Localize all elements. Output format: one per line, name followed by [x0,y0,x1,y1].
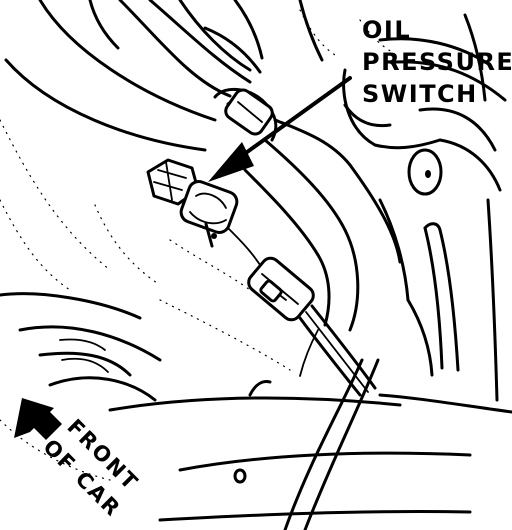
callout-label-line3: SWITCH [362,80,478,108]
wiring-harness [283,304,380,530]
engine-block-right [342,13,507,402]
callout-label-line2: PRESSURE [362,48,512,76]
oil-pan-lines [0,292,512,522]
upper-hose [4,0,324,152]
front-of-car-arrow [14,398,62,440]
electrical-connector [247,256,315,322]
oil-pressure-switch [146,158,239,248]
dotted-contours [0,9,393,481]
callout-arrow [208,76,352,182]
callout-label-line1: OIL [362,16,411,44]
hose-clamp [213,88,278,142]
switch-wire [227,227,263,269]
pipe [243,118,402,332]
